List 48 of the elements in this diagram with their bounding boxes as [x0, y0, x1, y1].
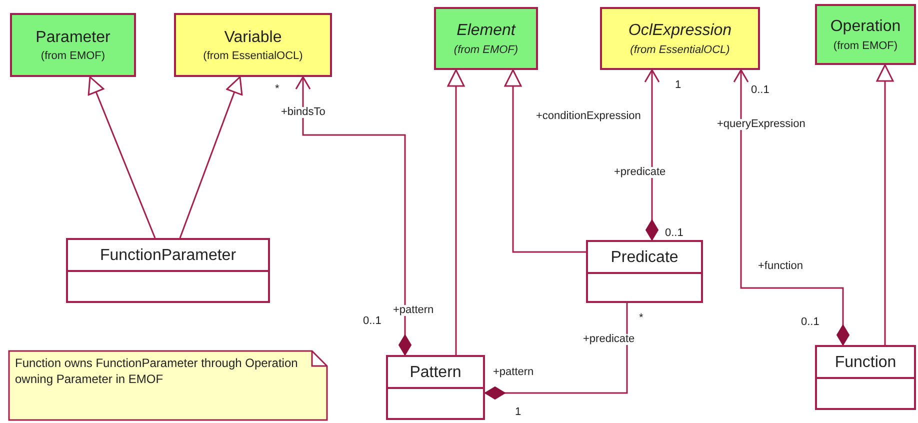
class-box [10, 13, 136, 77]
association-line [876, 64, 894, 345]
class-name: Parameter [36, 28, 110, 48]
class-box [66, 238, 270, 303]
role-label: 1 [514, 407, 522, 418]
role-label: 0..1 [800, 317, 820, 328]
class-name: Variable [224, 28, 282, 48]
package-name: (from EssentialOCL) [630, 44, 730, 56]
association-line [733, 69, 850, 346]
package-name: (from EssentialOCL) [203, 50, 303, 62]
note [8, 350, 328, 421]
role-label: 0..1 [362, 316, 382, 327]
class-box [586, 240, 703, 303]
role-label: +predicate [582, 334, 636, 345]
note-text: Function owns FunctionParameter through Operation owning Parameter in EMOF [15, 355, 299, 388]
association-line [504, 69, 586, 253]
class-box [174, 13, 332, 77]
class-box [386, 355, 485, 420]
package-name: (from EMOF) [833, 40, 898, 52]
role-label: +predicate [613, 167, 667, 178]
package-name: (from EMOF) [454, 44, 518, 56]
role-label: 0..1 [664, 228, 684, 239]
role-label: +conditionExpression [535, 111, 642, 122]
class-box [600, 7, 760, 70]
role-label: +function [757, 261, 804, 272]
class-name: Pattern [410, 363, 462, 382]
class-name: FunctionParameter [100, 246, 236, 266]
class-box [434, 7, 538, 70]
association-line [484, 303, 628, 400]
role-label: +pattern [492, 367, 535, 378]
role-label: +bindsTo [280, 107, 326, 118]
role-label: 0..1 [750, 85, 770, 96]
role-label: +pattern [392, 305, 435, 316]
role-label: 1 [674, 80, 682, 91]
role-label: +queryExpression [716, 119, 806, 130]
class-name: Predicate [610, 248, 678, 268]
association-line [644, 69, 660, 240]
association-line [295, 76, 412, 356]
class-name: Operation [830, 17, 901, 37]
association-line [447, 69, 465, 355]
package-name: (from EMOF) [40, 50, 106, 62]
class-box [815, 4, 916, 65]
association-line [179, 76, 243, 238]
class-box [815, 345, 916, 410]
association-line [88, 76, 156, 238]
class-name: OclExpression [628, 21, 732, 41]
class-name: Function [834, 353, 896, 372]
class-name: Element [456, 21, 516, 41]
